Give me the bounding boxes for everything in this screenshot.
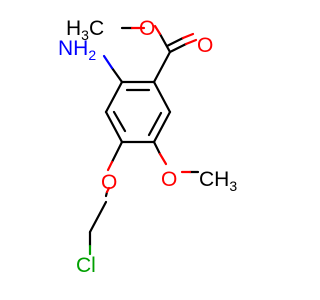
ring-bond-2	[152, 80, 172, 114]
methoxy-methyl-label: CH3	[199, 168, 237, 194]
carbonyl-bond-black-a	[168, 42, 188, 54]
nitrogen-bond-group	[102, 54, 114, 70]
ether-oxygen-label: O	[101, 171, 117, 194]
bond-group	[88, 26, 200, 248]
ester-methyl-label: H3C	[66, 17, 104, 43]
ring-bond-5	[104, 110, 124, 144]
ester-oxygen-label: O	[139, 17, 155, 40]
ether-ring-bond-red	[106, 160, 114, 172]
methoxy-ring-bond-black	[152, 140, 162, 156]
ring-double-3	[112, 110, 127, 133]
carbonyl-bond-red-a	[184, 38, 198, 46]
carbonyl-oxygen-label: O	[197, 34, 213, 57]
ring-bond-6	[104, 80, 124, 114]
ring-double-2	[147, 111, 163, 137]
ether-ring-bond-black	[110, 140, 124, 164]
ester-co-bond-red	[153, 24, 162, 36]
ester-carbon-bond	[152, 50, 172, 84]
amine-bond-blue	[102, 54, 114, 70]
amine-bond-black	[110, 66, 124, 84]
chain-bond-2	[88, 200, 108, 234]
carbonyl-bond-black-b	[165, 36, 185, 48]
amine-label: NH2	[58, 37, 96, 63]
structure-diagram: H3C O O NH2 O O CH3 Cl	[58, 17, 237, 277]
ether-chain-bond-red	[105, 186, 111, 194]
ring-bond-3	[152, 110, 172, 144]
methoxy-oxygen-label: O	[161, 168, 177, 191]
oxygen-bond-group	[105, 24, 198, 194]
chlorine-label: Cl	[76, 254, 96, 277]
carbonyl-bond-red-b	[181, 32, 195, 40]
ester-co-bond-black	[158, 32, 172, 54]
methoxy-ring-bond-red	[158, 152, 168, 166]
